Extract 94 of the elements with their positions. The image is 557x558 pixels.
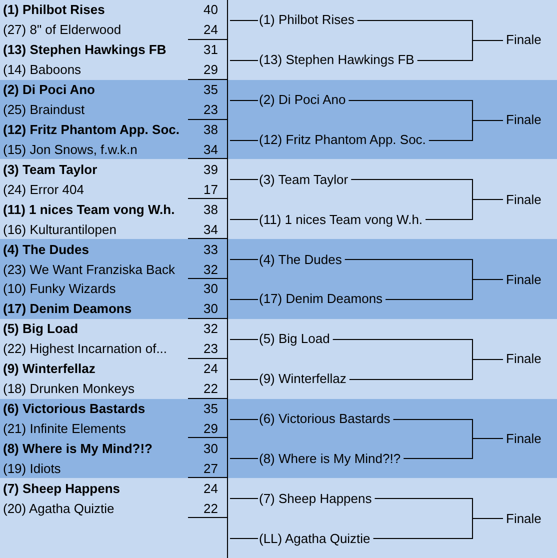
score: 22: [204, 500, 218, 516]
team-name: (23) We Want Franziska Back: [3, 262, 175, 277]
team-name: (13) Stephen Hawkings FB: [3, 42, 166, 58]
connector-line: [230, 259, 258, 260]
team-name: (7) Sheep Happens: [3, 480, 120, 496]
team-name: (1) Philbot Rises: [3, 2, 105, 18]
connector-line: [230, 60, 258, 61]
score: 27: [204, 460, 218, 476]
score: 34: [204, 142, 218, 157]
score: 40: [204, 2, 218, 18]
score: 32: [204, 262, 218, 277]
bracket-line: [428, 120, 504, 141]
round-label: Finale: [506, 112, 542, 128]
team-name: (6) Victorious Bastards: [259, 411, 390, 426]
score: 24: [204, 361, 218, 376]
score: 34: [204, 222, 218, 237]
score: 23: [204, 102, 218, 118]
team-name: (5) Big Load: [3, 321, 78, 336]
bracket-line: [425, 199, 504, 220]
score: 39: [204, 162, 218, 177]
team-name: (3) Team Taylor: [259, 172, 348, 187]
team-name: (17) Denim Deamons: [3, 301, 132, 316]
team-name: (22) Highest Incarnation of...: [3, 341, 168, 356]
team-name: (21) Infinite Elements: [3, 420, 126, 436]
team-name: (12) Fritz Phantom App. Soc.: [3, 122, 180, 138]
team-name: (13) Stephen Hawkings FB: [259, 52, 414, 68]
team-name: (16) Kulturantilopen: [3, 222, 116, 237]
connector-line: [230, 498, 258, 499]
bracket-line: [403, 438, 504, 459]
team-name: (20) Agatha Quiztie: [3, 500, 114, 516]
connector-line: [230, 219, 258, 220]
connector-line: [230, 419, 258, 420]
team-name: (11) 1 nices Team vong W.h.: [259, 212, 423, 227]
team-name: (4) The Dudes: [259, 252, 342, 267]
score: 38: [204, 122, 218, 138]
team-name: (4) The Dudes: [3, 242, 89, 257]
round-label: Finale: [506, 32, 542, 48]
connector-line: [230, 100, 258, 101]
team-name: (14) Baboons: [3, 62, 82, 78]
score: 22: [204, 381, 218, 396]
team-name: (27) 8" of Elderwood: [3, 22, 122, 38]
score: 38: [204, 202, 218, 217]
team-name: (9) Winterfellaz: [259, 371, 346, 386]
team-name: (3) Team Taylor: [3, 162, 98, 177]
team-name: (19) Idiots: [3, 460, 61, 476]
team-name: (18) Drunken Monkeys: [3, 381, 134, 396]
bracket-line: [385, 279, 504, 300]
team-name: (24) Error 404: [3, 182, 84, 197]
connector-line: [230, 339, 258, 340]
round-label: Finale: [506, 430, 542, 446]
score: 31: [204, 42, 218, 58]
team-name: (9) Winterfellaz: [3, 361, 96, 376]
bracket-line: [348, 359, 504, 380]
score: 17: [204, 182, 218, 197]
team-name: (LL) Agatha Quiztie: [259, 530, 370, 546]
score: 32: [204, 321, 218, 336]
team-name: (5) Big Load: [259, 331, 330, 346]
round-label: Finale: [506, 510, 542, 526]
score: 30: [204, 301, 218, 316]
connector-line: [230, 458, 258, 459]
connector-line: [230, 379, 258, 380]
team-name: (25) Braindust: [3, 102, 85, 118]
score: 29: [204, 62, 218, 78]
team-name: (11) 1 nices Team vong W.h.: [3, 202, 175, 217]
score: 30: [204, 281, 218, 296]
score: 29: [204, 420, 218, 436]
round-label: Finale: [506, 192, 542, 207]
team-name: (15) Jon Snows, f.w.k.n: [3, 142, 138, 157]
score: 24: [204, 22, 218, 38]
team-name: (2) Di Poci Ano: [3, 82, 95, 98]
team-name: (12) Fritz Phantom App. Soc.: [259, 132, 426, 147]
team-name: (17) Denim Deamons: [259, 291, 383, 306]
connector-line: [230, 299, 258, 300]
connector-line: [230, 140, 258, 141]
bracket-line: [372, 518, 504, 539]
bracket-line: [416, 40, 504, 61]
score: 24: [204, 480, 218, 496]
team-name: (10) Funky Wizards: [3, 281, 116, 296]
round-label: Finale: [506, 351, 542, 366]
score: 35: [204, 82, 218, 98]
team-name: (7) Sheep Happens: [259, 490, 372, 506]
round-label: Finale: [506, 272, 542, 286]
team-name: (8) Where is My Mind?!?: [259, 450, 401, 466]
score: 23: [204, 341, 218, 356]
connector-line: [230, 179, 258, 180]
score: 35: [204, 401, 218, 416]
team-name: (1) Philbot Rises: [259, 12, 354, 28]
team-name: (8) Where is My Mind?!?: [3, 440, 152, 456]
connector-line: [230, 538, 258, 539]
team-name: (2) Di Poci Ano: [259, 92, 346, 108]
team-name: (6) Victorious Bastards: [3, 401, 146, 416]
score: 33: [204, 242, 218, 257]
connector-line: [230, 20, 258, 21]
score: 30: [204, 440, 218, 456]
